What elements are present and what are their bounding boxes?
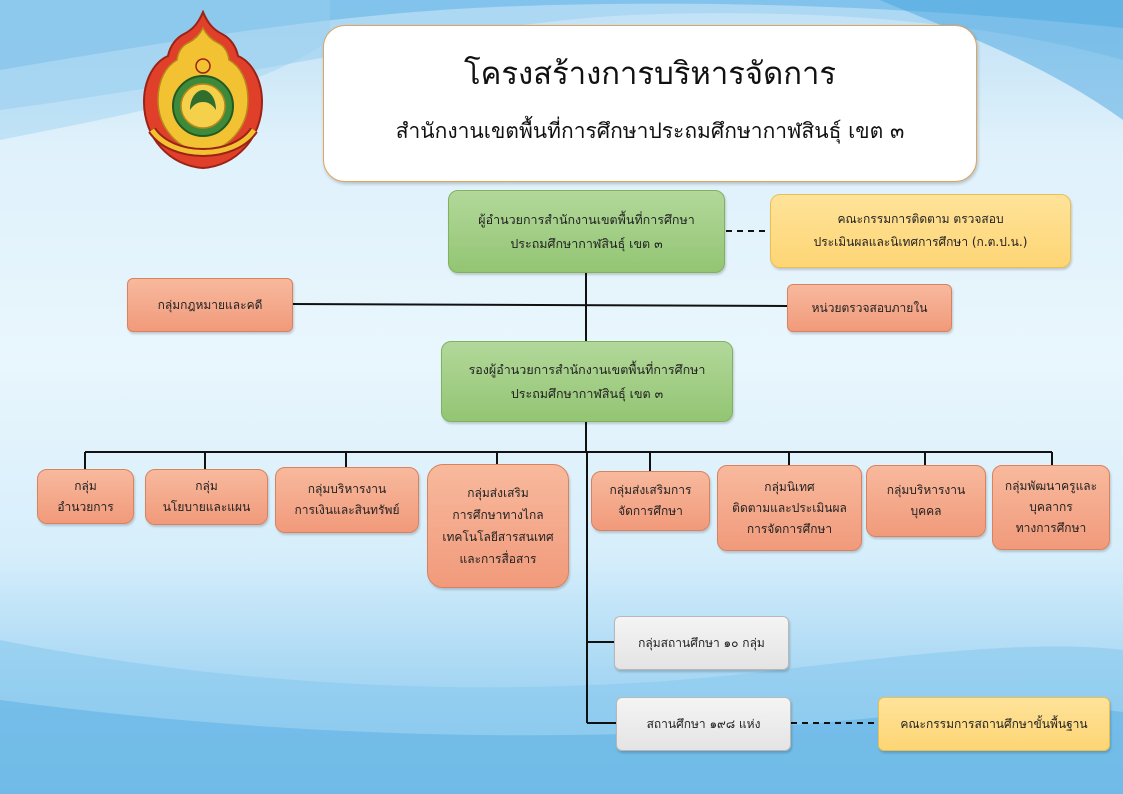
internal-audit-label: หน่วยตรวจสอบภายใน <box>811 300 928 315</box>
basic-committee-box: คณะกรรมการสถานศึกษาขั้นพื้นฐาน <box>878 697 1110 751</box>
group-label: กลุ่มบริหารงาน บุคคล <box>886 483 966 518</box>
school-groups-box: กลุ่มสถานศึกษา ๑๐ กลุ่ม <box>614 616 789 670</box>
group-label: กลุ่มส่งเสริม การศึกษาทางไกล เทคโนโลยีสา… <box>442 486 554 566</box>
group-box-distance-education-ict: กลุ่มส่งเสริม การศึกษาทางไกล เทคโนโลยีสา… <box>427 464 569 588</box>
internal-audit-box: หน่วยตรวจสอบภายใน <box>787 284 952 332</box>
group-label: กลุ่ม นโยบายและแผน <box>162 479 251 514</box>
group-label: กลุ่มนิเทศ ติดตามและประเมินผล การจัดการศ… <box>732 479 847 536</box>
group-box-teacher-development: กลุ่มพัฒนาครูและ บุคลากร ทางการศึกษา <box>992 465 1110 550</box>
obec-seal-logo <box>142 10 264 170</box>
group-box-finance-assets: กลุ่มบริหารงาน การเงินและสินทรัพย์ <box>275 467 419 533</box>
basic-committee-label: คณะกรรมการสถานศึกษาขั้นพื้นฐาน <box>900 716 1088 731</box>
group-box-policy-planning: กลุ่ม นโยบายและแผน <box>145 469 268 525</box>
committee-monitor-box: คณะกรรมการติดตาม ตรวจสอบ ประเมินผลและนิเ… <box>770 194 1071 268</box>
director-label: ผู้อำนวยการสำนักงานเขตพื้นที่การศึกษา ปร… <box>478 211 695 251</box>
group-box-education-promotion: กลุ่มส่งเสริมการ จัดการศึกษา <box>591 471 710 531</box>
director-box: ผู้อำนวยการสำนักงานเขตพื้นที่การศึกษา ปร… <box>448 190 725 273</box>
deputy-director-box: รองผู้อำนวยการสำนักงานเขตพื้นที่การศึกษา… <box>441 341 733 422</box>
group-box-supervision-evaluation: กลุ่มนิเทศ ติดตามและประเมินผล การจัดการศ… <box>717 465 862 551</box>
schools-label: สถานศึกษา ๑๙๘ แห่ง <box>646 716 761 731</box>
deputy-director-label: รองผู้อำนวยการสำนักงานเขตพื้นที่การศึกษา… <box>468 361 706 401</box>
group-label: กลุ่ม อำนวยการ <box>57 478 114 514</box>
committee-monitor-label: คณะกรรมการติดตาม ตรวจสอบ ประเมินผลและนิเ… <box>813 212 1028 249</box>
title-panel: โครงสร้างการบริหารจัดการ สำนักงานเขตพื้น… <box>323 25 977 182</box>
group-label: กลุ่มส่งเสริมการ จัดการศึกษา <box>609 483 692 518</box>
group-box-administration: กลุ่ม อำนวยการ <box>37 469 134 524</box>
legal-group-box: กลุ่มกฎหมายและคดี <box>127 278 293 332</box>
page-title: โครงสร้างการบริหารจัดการ <box>463 56 837 92</box>
schools-box: สถานศึกษา ๑๙๘ แห่ง <box>616 697 791 751</box>
legal-group-label: กลุ่มกฎหมายและคดี <box>157 297 263 312</box>
page-subtitle: สำนักงานเขตพื้นที่การศึกษาประถมศึกษากาฬส… <box>395 119 905 143</box>
school-groups-label: กลุ่มสถานศึกษา ๑๐ กลุ่ม <box>638 635 765 650</box>
group-box-personnel: กลุ่มบริหารงาน บุคคล <box>866 465 986 537</box>
group-label: กลุ่มบริหารงาน การเงินและสินทรัพย์ <box>294 482 400 517</box>
group-label: กลุ่มพัฒนาครูและ บุคลากร ทางการศึกษา <box>1004 479 1098 535</box>
